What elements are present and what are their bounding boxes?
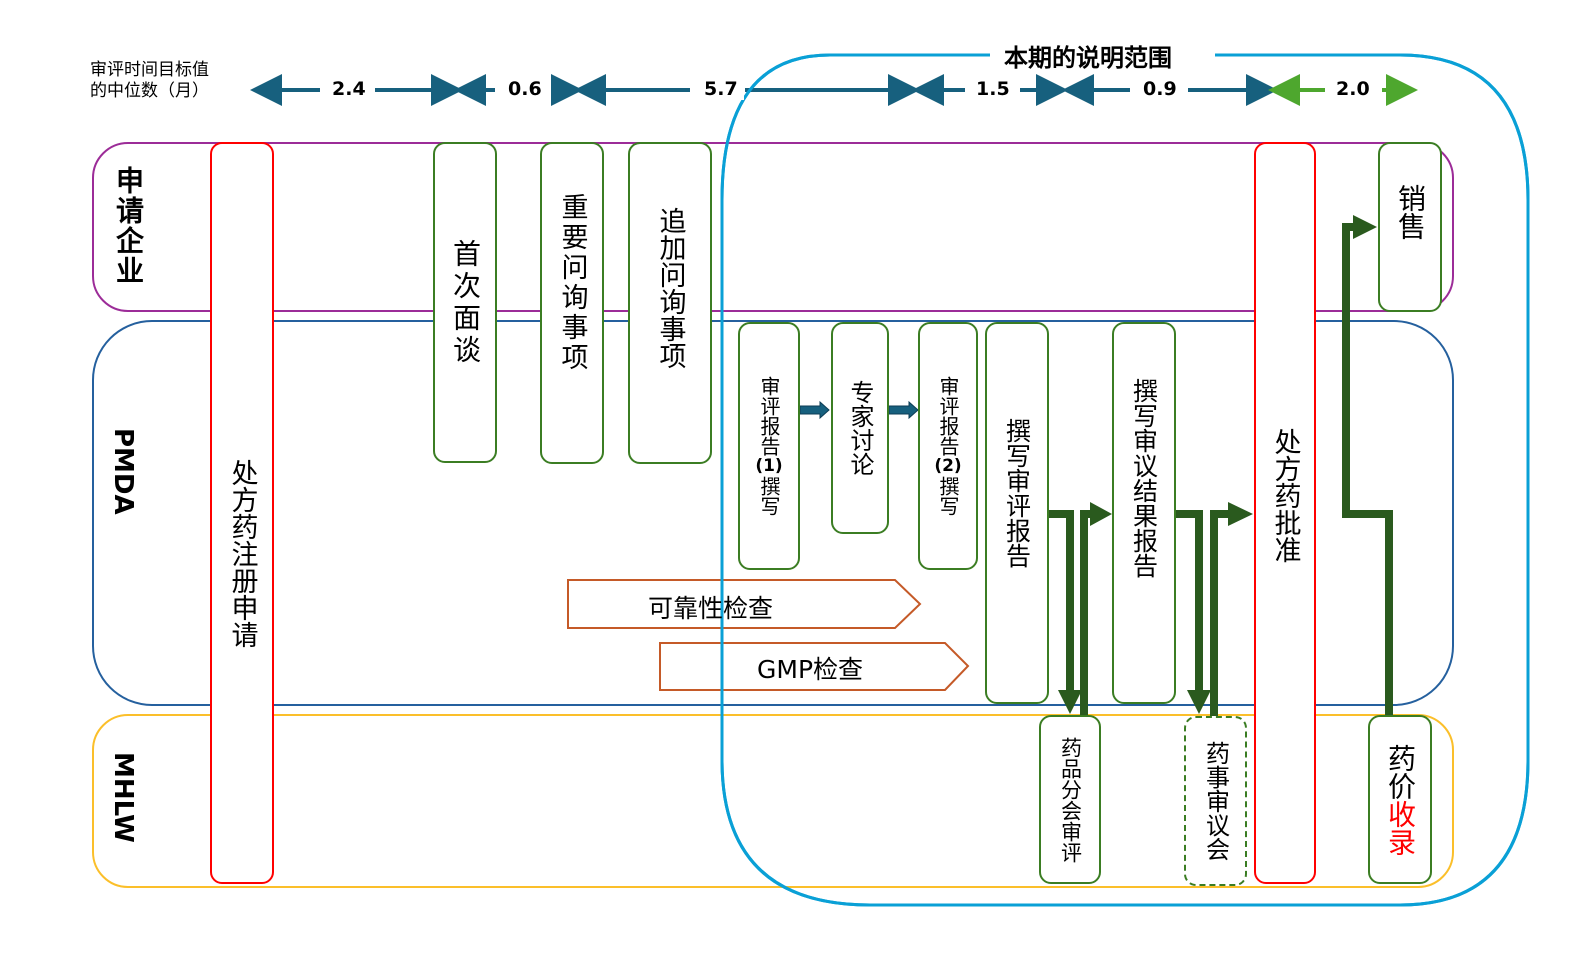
box-drug-subcommittee[interactable]: 药品分会审评 [1039, 715, 1101, 884]
lane-mhlw [92, 714, 1454, 888]
box-write-deliberation-report-label: 撰写审议结果报告 [1129, 378, 1159, 578]
box-additional-inquiry-label: 追加问询事项 [654, 207, 686, 369]
box-pharma-council-label: 药事审议会 [1201, 741, 1230, 861]
reliability-inspection-label: 可靠性检查 [648, 594, 774, 623]
box-first-meeting[interactable]: 首次面谈 [433, 142, 497, 463]
box-application-label: 处方药注册申请 [226, 458, 258, 648]
box-price-listing[interactable]: 药价 收录 [1368, 715, 1432, 884]
box-write-deliberation-report[interactable]: 撰写审议结果报告 [1112, 322, 1176, 704]
timeline-value-4: 1.5 [970, 78, 1016, 100]
lane-label-mhlw: MHLW [108, 752, 138, 843]
timeline-value-5: 0.9 [1137, 78, 1183, 100]
gmp-inspection-label: GMP检查 [757, 655, 864, 684]
timeline-value-1: 2.4 [326, 78, 372, 100]
box-review-report-2[interactable]: 审评报告 (2) 撰写 [918, 322, 978, 570]
box-sales[interactable]: 销售 [1378, 142, 1442, 312]
box-price-listing-label-a: 药价 [1384, 743, 1417, 800]
box-review-report-2-label-b: (2) [934, 456, 962, 476]
box-sales-label: 销售 [1394, 184, 1427, 240]
timeline-value-6: 2.0 [1330, 78, 1376, 100]
box-write-review-report-label: 撰写审评报告 [1002, 418, 1032, 568]
box-application[interactable]: 处方药注册申请 [210, 142, 274, 884]
box-important-inquiry-label: 重要问询事项 [556, 193, 588, 373]
box-review-report-2-label-a: 审评报告 [936, 376, 960, 456]
lane-label-company: 申请企业 [112, 166, 145, 286]
timeline-legend-line2: 的中位数（月） [90, 81, 209, 101]
box-approval-label: 处方药批准 [1269, 428, 1301, 563]
timeline-legend-line1: 审评时间目标值 [90, 60, 209, 80]
box-expert-discussion[interactable]: 专家讨论 [831, 322, 889, 534]
box-write-review-report[interactable]: 撰写审评报告 [985, 322, 1049, 704]
box-expert-discussion-label: 专家讨论 [846, 380, 874, 476]
lane-label-pmda: PMDA [108, 428, 138, 515]
box-important-inquiry[interactable]: 重要问询事项 [540, 142, 604, 464]
timeline-value-3: 5.7 [698, 78, 744, 100]
box-drug-subcommittee-label: 药品分会审评 [1058, 736, 1083, 863]
box-approval[interactable]: 处方药批准 [1254, 142, 1316, 884]
box-review-report-1[interactable]: 审评报告 (1) 撰写 [738, 322, 800, 570]
timeline-legend: 审评时间目标值 的中位数（月） [90, 60, 209, 102]
box-review-report-1-label-c: 撰写 [757, 476, 781, 516]
box-price-listing-label-b: 收录 [1384, 799, 1417, 856]
box-additional-inquiry[interactable]: 追加问询事项 [628, 142, 712, 464]
box-review-report-1-label-a: 审评报告 [757, 376, 781, 456]
box-review-report-1-label-b: (1) [755, 456, 783, 476]
box-review-report-2-label-c: 撰写 [936, 476, 960, 516]
scope-title: 本期的说明范围 [1004, 44, 1172, 72]
lane-company [92, 142, 1454, 312]
box-pharma-council[interactable]: 药事审议会 [1184, 716, 1247, 886]
box-first-meeting-label: 首次面谈 [449, 238, 482, 367]
timeline-value-2: 0.6 [502, 78, 548, 100]
